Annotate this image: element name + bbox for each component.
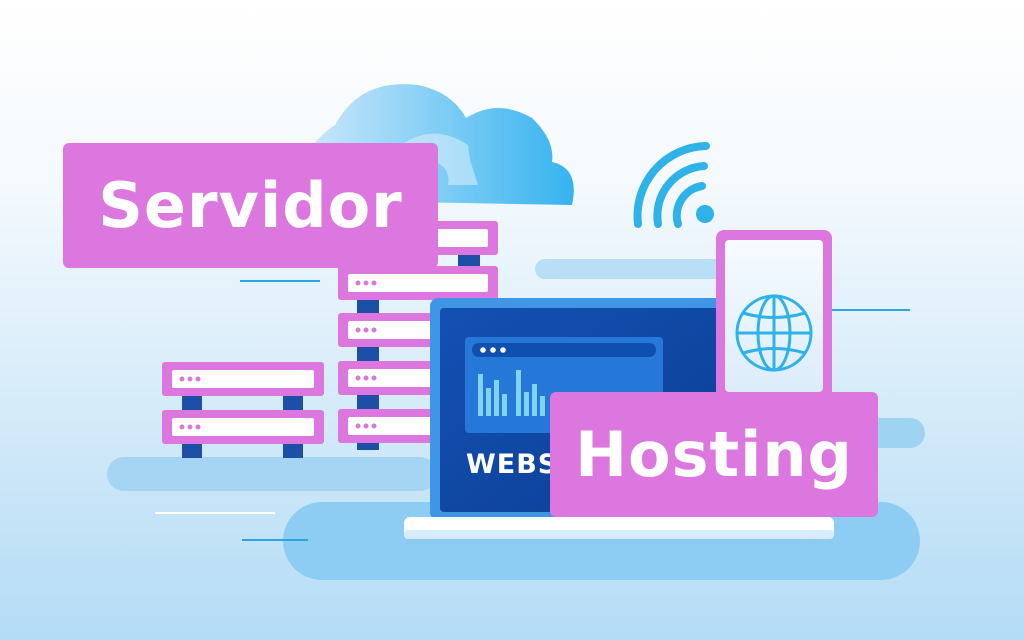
server-rack-icon [162, 362, 324, 458]
hosting-label: Hosting [550, 392, 878, 517]
servidor-label: Servidor [63, 143, 438, 268]
wifi-icon [633, 142, 714, 228]
bar-chart-icon [478, 370, 545, 416]
globe-icon [735, 294, 813, 372]
website-screen-text: WEBS [466, 449, 556, 480]
